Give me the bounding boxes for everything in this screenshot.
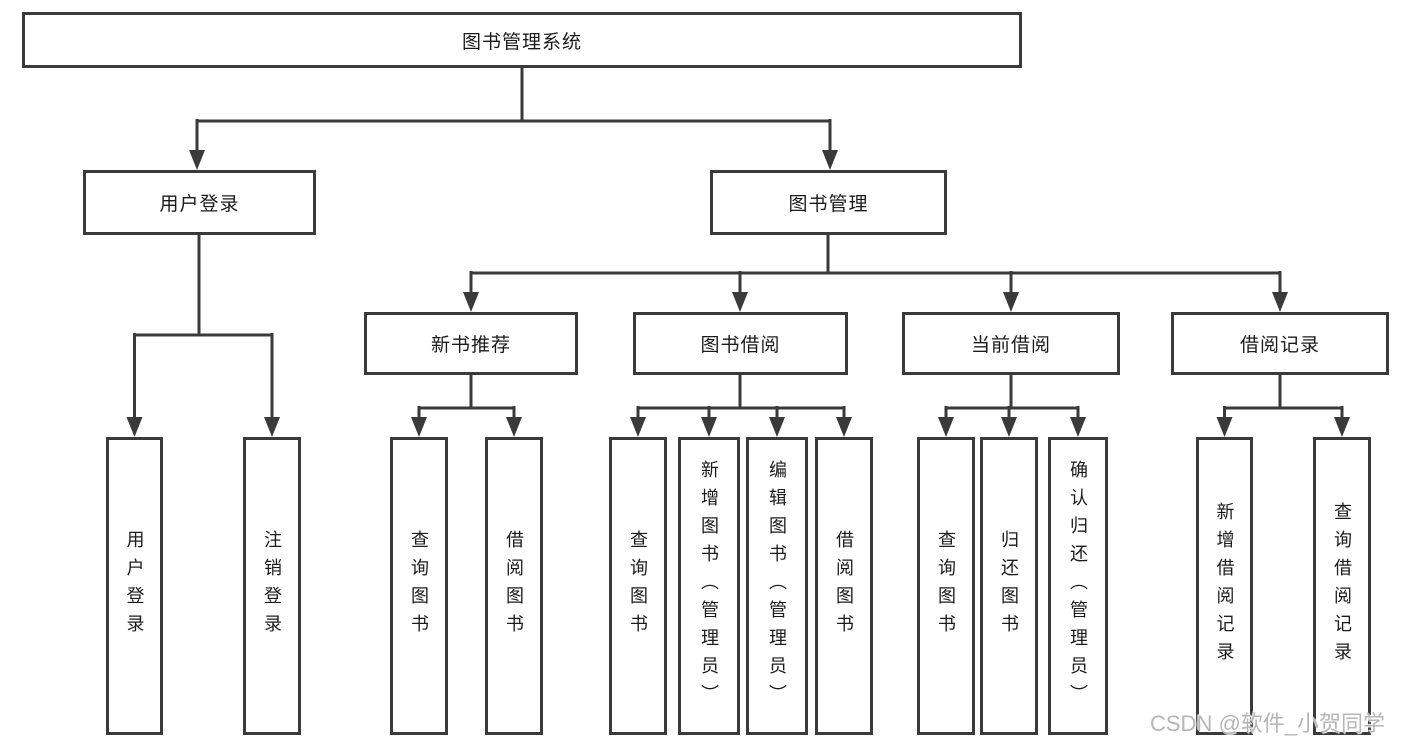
- leaf-user-login-label: 用户登录: [124, 530, 145, 642]
- leaf-edit-books-admin: 编辑图书（管理员）: [746, 437, 808, 735]
- leaf-query-borrow-record-label: 查询借阅记录: [1332, 502, 1352, 670]
- leaf-logout: 注销登录: [243, 437, 301, 735]
- node-book-management-label: 图书管理: [788, 194, 869, 215]
- leaf-query-books-current-label: 查询图书: [936, 530, 956, 642]
- node-new-book-recommend: 新书推荐: [364, 312, 578, 375]
- leaf-edit-books-admin-label: 编辑图书（管理员）: [767, 460, 787, 712]
- leaf-confirm-return-admin-label: 确认归还（管理员）: [1068, 460, 1088, 712]
- leaf-borrow-books-borrowing: 借阅图书: [815, 437, 873, 735]
- leaf-add-books-admin-label: 新增图书（管理员）: [699, 460, 719, 712]
- node-user-login: 用户登录: [83, 170, 316, 235]
- leaf-query-books-current: 查询图书: [917, 437, 975, 735]
- leaf-borrow-books-recommend-label: 借阅图书: [504, 530, 524, 642]
- node-borrowing-records: 借阅记录: [1171, 312, 1389, 375]
- node-user-login-label: 用户登录: [159, 194, 240, 215]
- leaf-user-login: 用户登录: [106, 437, 163, 735]
- node-borrowing-records-label: 借阅记录: [1239, 335, 1320, 356]
- leaf-return-books: 归还图书: [980, 437, 1038, 735]
- leaf-borrow-books-borrowing-label: 借阅图书: [834, 530, 854, 642]
- node-current-borrowing: 当前借阅: [902, 312, 1120, 375]
- arrowheads: [126, 150, 1350, 437]
- leaf-query-books-recommend-label: 查询图书: [409, 530, 429, 642]
- node-root: 图书管理系统: [22, 12, 1022, 68]
- leaf-add-borrow-record: 新增借阅记录: [1196, 437, 1253, 735]
- node-new-book-recommend-label: 新书推荐: [430, 335, 511, 356]
- leaf-add-borrow-record-label: 新增借阅记录: [1214, 502, 1235, 670]
- node-current-borrowing-label: 当前借阅: [970, 335, 1051, 356]
- leaf-query-borrow-record: 查询借阅记录: [1313, 437, 1371, 735]
- leaf-return-books-label: 归还图书: [999, 530, 1019, 642]
- node-root-label: 图书管理系统: [461, 31, 582, 53]
- node-book-management: 图书管理: [710, 170, 947, 235]
- node-book-borrowing: 图书借阅: [633, 312, 848, 375]
- csdn-watermark: CSDN @软件_小贺同学: [1150, 711, 1386, 736]
- leaf-query-books-recommend: 查询图书: [390, 437, 448, 735]
- leaf-logout-label: 注销登录: [262, 530, 282, 642]
- leaf-query-books-borrowing: 查询图书: [609, 437, 667, 735]
- leaf-add-books-admin: 新增图书（管理员）: [678, 437, 740, 735]
- leaf-borrow-books-recommend: 借阅图书: [485, 437, 543, 735]
- leaf-query-books-borrowing-label: 查询图书: [628, 530, 648, 642]
- node-book-borrowing-label: 图书借阅: [700, 335, 781, 356]
- leaf-confirm-return-admin: 确认归还（管理员）: [1048, 437, 1108, 735]
